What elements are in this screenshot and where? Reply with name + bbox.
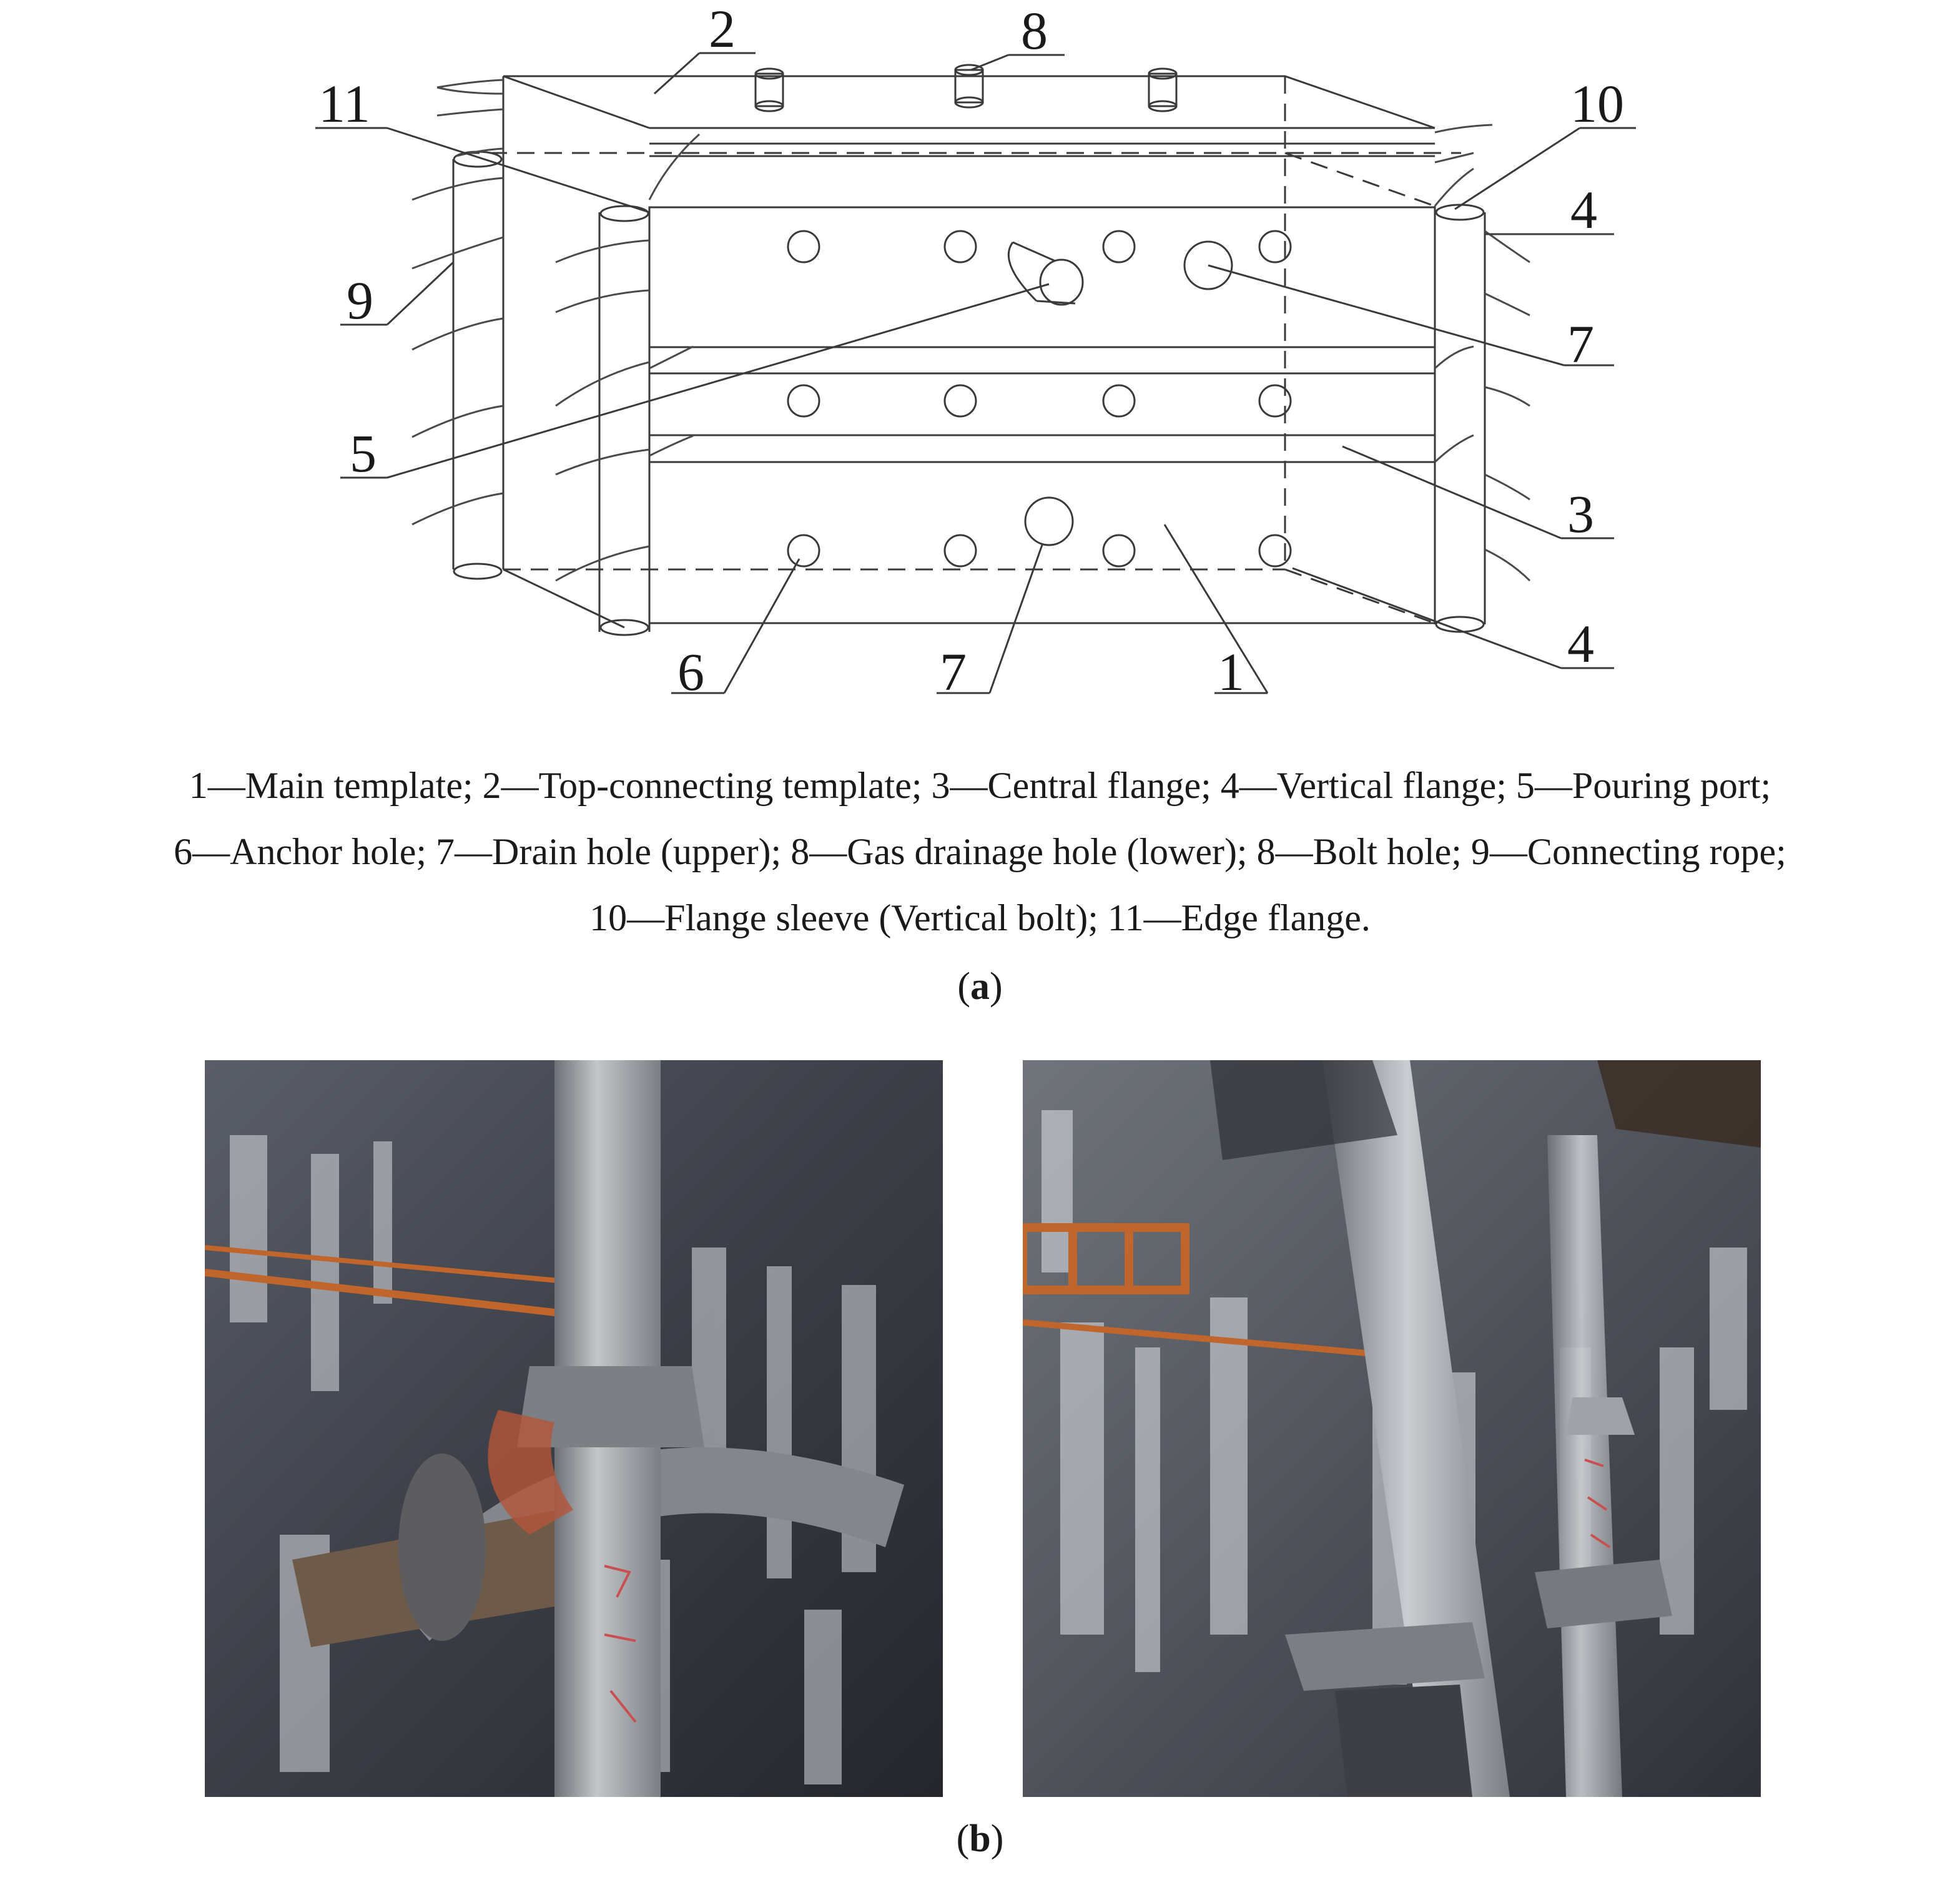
callout-4-bottom: 4 <box>1567 614 1594 674</box>
callout-4-top: 4 <box>1570 180 1597 240</box>
callout-5: 5 <box>350 423 377 483</box>
callout-3: 3 <box>1567 484 1594 544</box>
callout-11: 11 <box>318 74 370 134</box>
callout-10: 10 <box>1570 74 1624 134</box>
legend-line-2: 6—Anchor hole; 7—Drain hole (upper); 8—G… <box>174 831 1786 872</box>
callout-7-upper: 7 <box>1567 314 1594 374</box>
callout-6: 6 <box>677 642 704 702</box>
callout-7-lower: 7 <box>940 642 967 702</box>
legend-line-1: 1—Main template; 2—Top-connecting templa… <box>189 765 1771 806</box>
callout-1: 1 <box>1218 642 1244 702</box>
legend-line-3: 10—Flange sleeve (Vertical bolt); 11—Edg… <box>589 897 1371 938</box>
callout-2: 2 <box>709 0 736 59</box>
anchor-holes <box>787 230 1292 568</box>
panel-label-a: (a) <box>957 965 1003 1008</box>
figure-legend: 1—Main template; 2—Top-connecting templa… <box>0 752 1960 951</box>
callout-8: 8 <box>1021 1 1048 61</box>
site-photo-left <box>205 1060 943 1797</box>
site-photo-right <box>1023 1060 1761 1797</box>
formwork-outline <box>452 64 1486 636</box>
leader-lines <box>315 52 1636 694</box>
pouring-port <box>1007 241 1084 306</box>
drain-holes <box>1024 240 1233 546</box>
formwork-schematic: 2 8 11 10 4 9 7 5 3 4 6 7 1 <box>315 0 1636 702</box>
panel-label-b: (b) <box>956 1818 1004 1860</box>
panel-label-b-letter: b <box>969 1818 991 1860</box>
connecting-ropes <box>411 79 1531 582</box>
callout-9: 9 <box>347 270 373 330</box>
panel-label-a-letter: a <box>970 965 990 1008</box>
